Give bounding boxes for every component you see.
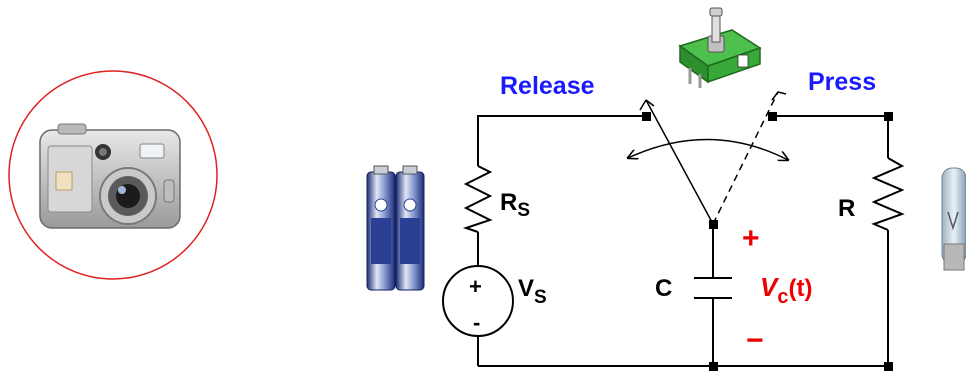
switch-swing-arc — [628, 138, 788, 160]
switch-blade-release — [645, 99, 714, 225]
circuit-wires — [477, 115, 889, 367]
capacitor-symbol — [694, 277, 732, 299]
capacitor-plus-sign: + — [742, 222, 760, 255]
release-label: Release — [500, 72, 595, 100]
circuit-nodes — [642, 112, 893, 371]
source-plus-sign: + — [469, 274, 482, 299]
capacitor-minus-sign: − — [746, 324, 764, 357]
load-resistor-label: R — [838, 195, 855, 222]
camera-group — [8, 70, 218, 280]
source-resistor-label: RS — [500, 189, 530, 221]
bulb-icon — [941, 167, 966, 271]
camera-ring — [8, 70, 218, 280]
source-voltage-label: VS — [518, 275, 547, 308]
capacitor-voltage-label: Vc(t) — [760, 272, 812, 308]
battery-icon — [366, 165, 425, 291]
source-minus-sign: - — [473, 310, 480, 335]
press-label: Press — [808, 68, 876, 96]
capacitor-label: C — [655, 275, 672, 302]
voltage-source — [442, 265, 514, 337]
switch-blade-press — [712, 91, 779, 225]
switch-blade-release-arrow — [639, 99, 655, 111]
switch-blade-press-arrow — [771, 91, 787, 101]
push-switch-icon — [678, 7, 762, 88]
source-resistor — [462, 165, 493, 233]
load-resistor — [871, 157, 905, 231]
camera-icon — [39, 123, 181, 229]
